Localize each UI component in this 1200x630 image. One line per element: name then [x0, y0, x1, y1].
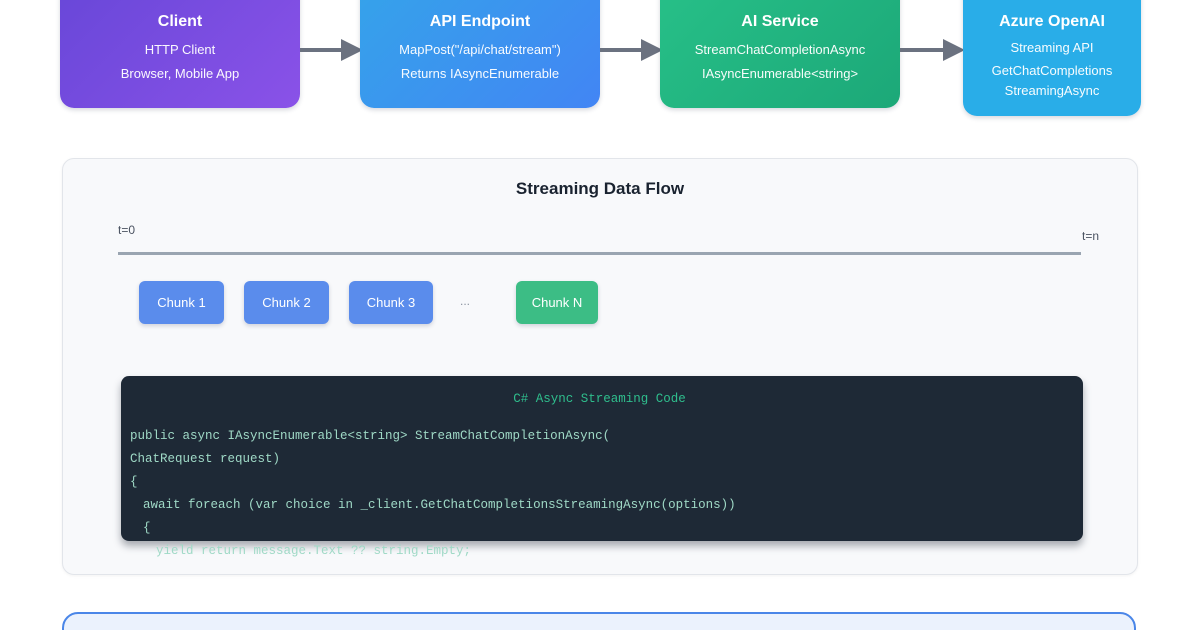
pipeline-node-client: Client HTTP Client Browser, Mobile App — [60, 0, 300, 108]
panel-title: Streaming Data Flow — [515, 179, 685, 198]
arrow-head-icon — [341, 39, 363, 61]
node-detail: GetChatCompletions StreamingAsync — [991, 63, 1113, 98]
node-title: Azure OpenAI — [999, 13, 1105, 30]
arrow-head-icon — [943, 39, 965, 61]
code-block-title: C# Async Streaming Code — [513, 392, 686, 406]
next-section-panel — [62, 612, 1136, 630]
arrow-shaft — [600, 48, 645, 52]
pipeline-node-ai-service: AI Service StreamChatCompletionAsync IAs… — [660, 0, 900, 108]
spacer — [130, 411, 1069, 425]
arrow-shaft — [300, 48, 345, 52]
node-detail: Streaming API — [1010, 40, 1094, 55]
stream-chunk-n: Chunk N — [516, 281, 598, 324]
timeline-end-label: t=n — [1082, 229, 1100, 243]
chunk-ellipsis: ... — [459, 294, 470, 308]
node-detail: Browser, Mobile App — [120, 66, 240, 81]
pipeline-node-azure-openai: Azure OpenAI Streaming API GetChatComple… — [963, 0, 1141, 116]
flow-arrow-icon — [300, 0, 363, 100]
arrow-shaft — [900, 48, 947, 52]
streaming-data-flow-panel: Streaming Data Flow t=0 t=n Chunk 1 Chun… — [62, 158, 1138, 575]
node-title: Client — [157, 13, 203, 30]
flow-arrow-icon — [900, 0, 965, 100]
code-line: ChatRequest request) — [130, 452, 281, 466]
node-detail: MapPost("/api/chat/stream") — [399, 42, 561, 57]
stream-chunk-2: Chunk 2 — [244, 281, 329, 324]
timeline-start-label: t=0 — [118, 223, 136, 237]
code-block: C# Async Streaming Code public async IAs… — [121, 376, 1083, 558]
code-line: { — [130, 475, 138, 489]
code-line: public async IAsyncEnumerable<string> St… — [130, 429, 611, 443]
pipeline-node-api-endpoint: API Endpoint MapPost("/api/chat/stream")… — [360, 0, 600, 108]
stream-chunk-1: Chunk 1 — [139, 281, 224, 324]
node-detail: IAsyncEnumerable<string> — [701, 66, 859, 81]
node-title: API Endpoint — [429, 13, 531, 30]
code-line: await foreach (var choice in _client.Get… — [143, 498, 736, 512]
timeline-axis — [118, 252, 1081, 255]
stream-chunk-3: Chunk 3 — [349, 281, 433, 324]
code-line: { — [143, 521, 151, 535]
node-detail: Returns IAsyncEnumerable — [400, 66, 560, 81]
node-detail: StreamChatCompletionAsync — [694, 42, 866, 57]
arrow-head-icon — [641, 39, 663, 61]
code-line-overflow: yield return message.Text ?? string.Empt… — [156, 544, 472, 558]
node-detail: HTTP Client — [144, 42, 216, 57]
flow-arrow-icon — [600, 0, 663, 100]
node-title: AI Service — [741, 13, 819, 30]
